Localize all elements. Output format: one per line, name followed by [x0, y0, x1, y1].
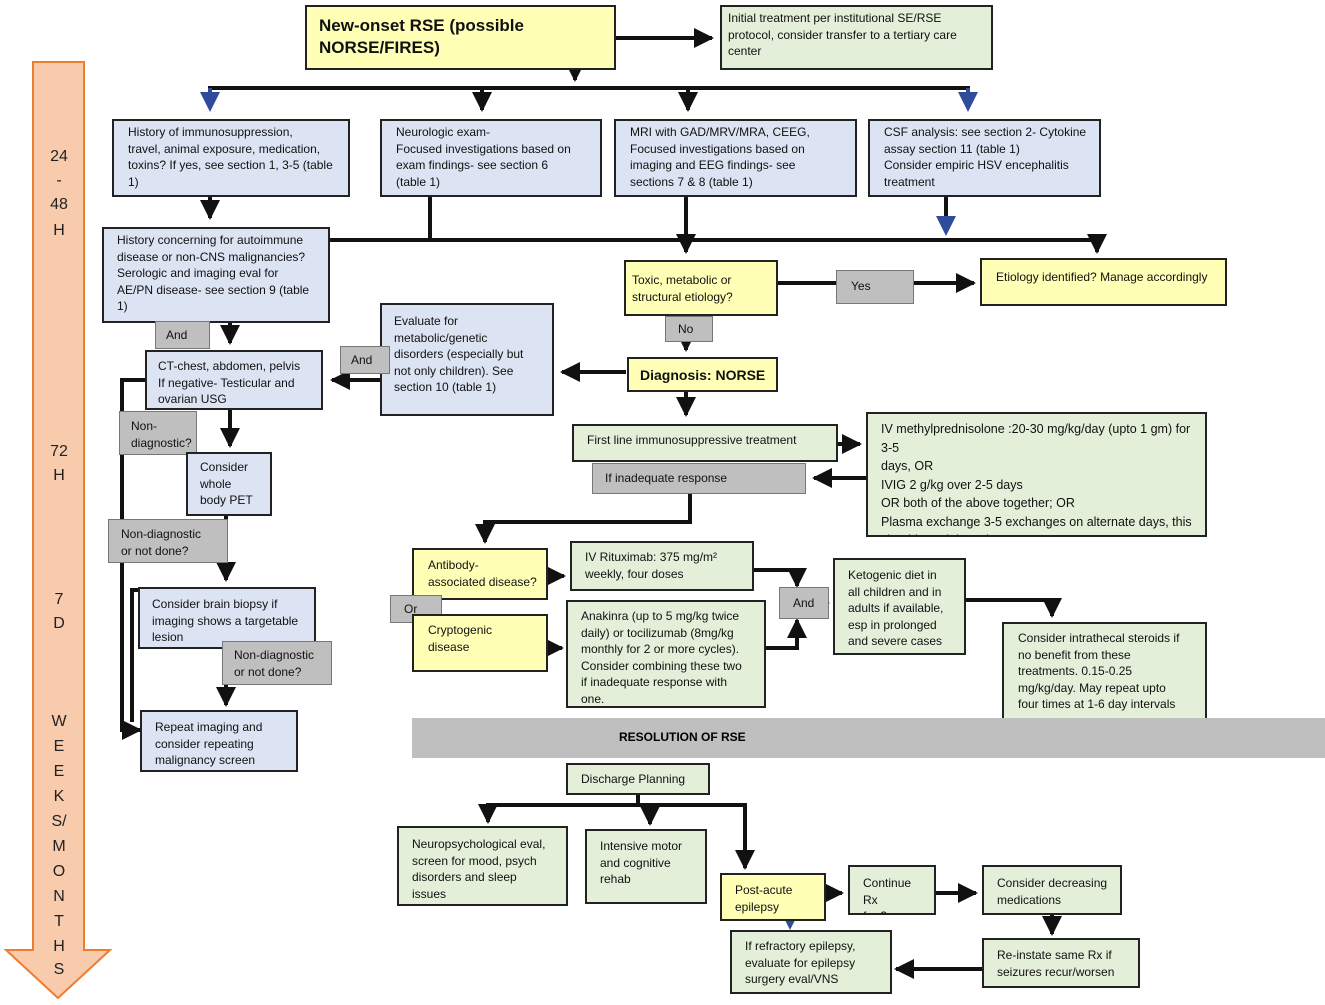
timeline-label: 24	[50, 148, 68, 165]
resolution-bar: RESOLUTION OF RSE	[412, 718, 1325, 758]
timeline-label: S/	[51, 813, 67, 830]
node-discharge: Discharge Planning	[566, 763, 710, 795]
node-new-onset: New-onset RSE (possible NORSE/FIRES)	[305, 5, 616, 70]
timeline-label: S	[53, 961, 65, 978]
node-neuro-exam: Neurologic exam- Focused investigations …	[380, 119, 602, 197]
timeline-label: O	[52, 863, 66, 880]
label-yes: Yes	[836, 270, 914, 304]
timeline-label: 48	[50, 196, 68, 213]
node-initial-treatment: Initial treatment per institutional SE/R…	[720, 5, 993, 70]
timeline-label: -	[56, 172, 62, 189]
timeline-label: H	[53, 222, 65, 239]
node-continue-rx: Continue Rx for 3 months	[848, 865, 936, 915]
node-csf: CSF analysis: see section 2- Cytokine as…	[868, 119, 1101, 197]
node-toxic: Toxic, metabolic or structural etiology?	[624, 260, 778, 316]
node-diagnosis: Diagnosis: NORSE	[627, 357, 778, 392]
timeline-label: W	[51, 713, 67, 730]
node-ketogenic: Ketogenic diet in all children and in ad…	[833, 558, 966, 655]
timeline-label: 7	[54, 591, 64, 608]
timeline-label: H	[53, 467, 65, 484]
node-repeat-imaging: Repeat imaging and consider repeating ma…	[140, 710, 298, 772]
label-no: No	[665, 316, 713, 342]
node-reinstate: Re-instate same Rx if seizures recur/wor…	[982, 938, 1140, 988]
node-post-acute: Post-acute epilepsy	[720, 873, 826, 921]
node-mri: MRI with GAD/MRV/MRA, CEEG, Focused inve…	[614, 119, 857, 197]
timeline-arrow	[3, 61, 113, 1000]
node-neuropsych: Neuropsychological eval, screen for mood…	[397, 826, 568, 906]
label-inadequate: If inadequate response	[592, 463, 806, 494]
node-biopsy: Consider brain biopsy if imaging shows a…	[138, 587, 316, 649]
node-metabolic: Evaluate for metabolic/genetic disorders…	[380, 303, 554, 416]
label-and-2: And	[340, 346, 390, 374]
node-intrathecal: Consider intrathecal steroids if no bene…	[1002, 622, 1207, 721]
label-non-diag-1: Non- diagnostic?	[119, 411, 197, 455]
timeline-label: K	[53, 788, 65, 805]
node-cryptogenic: Cryptogenic disease	[412, 614, 548, 672]
node-history: History of immunosuppression, travel, an…	[112, 119, 350, 197]
node-rituximab: IV Rituximab: 375 mg/m² weekly, four dos…	[570, 541, 754, 591]
label-and-1: And	[155, 321, 210, 349]
timeline-label: 72	[50, 443, 68, 460]
label-non-diag-2: Non-diagnostic or not done?	[108, 519, 228, 563]
label-non-diag-3: Non-diagnostic or not done?	[222, 641, 332, 685]
node-refractory: If refractory epilepsy, evaluate for epi…	[730, 930, 892, 994]
timeline-label: H	[53, 938, 65, 955]
timeline-label: E	[53, 738, 65, 755]
node-first-line: First line immunosuppressive treatment	[572, 424, 838, 462]
timeline-label: N	[53, 888, 65, 905]
node-pet: Consider whole body PET	[186, 452, 272, 516]
node-methylpred: IV methylprednisolone :20-30 mg/kg/day (…	[866, 412, 1207, 537]
node-decreasing: Consider decreasing medications	[982, 865, 1122, 915]
label-and-3: And	[779, 587, 829, 619]
node-motor: Intensive motor and cognitive rehab	[585, 829, 707, 904]
node-ct: CT-chest, abdomen, pelvis If negative- T…	[145, 350, 323, 410]
timeline-label: D	[53, 615, 65, 632]
timeline-label: E	[53, 763, 65, 780]
node-autoimmune: History concerning for autoimmune diseas…	[102, 227, 330, 323]
node-etiology: Etiology identified? Manage accordingly	[980, 258, 1227, 306]
node-antibody: Antibody- associated disease?	[412, 548, 548, 600]
timeline-label: T	[54, 913, 64, 930]
node-anakinra: Anakinra (up to 5 mg/kg twice daily) or …	[566, 600, 766, 708]
timeline-label: M	[52, 838, 66, 855]
